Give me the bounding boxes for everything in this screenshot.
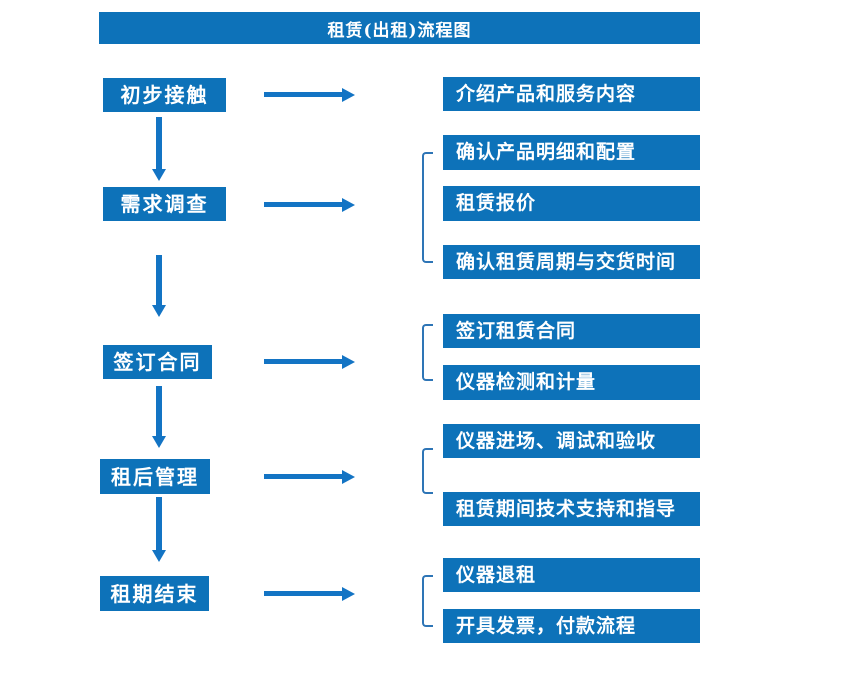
output-box: 租赁期间技术支持和指导	[443, 492, 700, 526]
stage-box-demand-survey: 需求调查	[103, 187, 226, 221]
output-label: 签订租赁合同	[456, 319, 577, 342]
stage-box-initial-contact: 初步接触	[103, 78, 226, 112]
output-label: 租赁报价	[456, 192, 537, 214]
group-bracket	[422, 152, 433, 263]
output-label: 开具发票，付款流程	[456, 614, 637, 637]
output-box: 确认租赁周期与交货时间	[443, 245, 700, 279]
stage-box-rental-end: 租期结束	[100, 576, 209, 611]
output-label: 介绍产品和服务内容	[456, 82, 637, 105]
output-box: 签订租赁合同	[443, 314, 700, 348]
output-box: 仪器进场、调试和验收	[443, 424, 700, 458]
down-arrow-icon	[151, 117, 166, 181]
group-bracket	[422, 448, 433, 494]
stage-box-sign-contract: 签订合同	[103, 345, 212, 379]
right-arrow-icon	[264, 586, 355, 601]
output-box: 仪器检测和计量	[443, 365, 700, 400]
output-label: 仪器检测和计量	[456, 371, 597, 393]
stage-label: 租后管理	[111, 464, 199, 489]
down-arrow-icon	[151, 386, 166, 448]
output-box: 确认产品明细和配置	[443, 135, 700, 170]
stage-label: 签订合同	[113, 350, 202, 374]
output-label: 租赁期间技术支持和指导	[456, 497, 677, 520]
output-box: 介绍产品和服务内容	[443, 77, 700, 111]
stage-box-post-rental: 租后管理	[100, 459, 210, 494]
output-label: 仪器退租	[456, 563, 537, 586]
title-bar: 租赁(出租)流程图	[99, 12, 700, 44]
group-bracket	[422, 575, 433, 627]
right-arrow-icon	[264, 354, 355, 369]
group-bracket	[422, 324, 433, 381]
output-box: 仪器退租	[443, 558, 700, 592]
right-arrow-icon	[264, 87, 355, 102]
right-arrow-icon	[264, 197, 355, 212]
right-arrow-icon	[264, 469, 355, 484]
stage-label: 初步接触	[120, 83, 209, 107]
output-label: 仪器进场、调试和验收	[456, 429, 657, 452]
down-arrow-icon	[151, 255, 166, 317]
stage-label: 需求调查	[120, 192, 209, 216]
output-box: 开具发票，付款流程	[443, 609, 700, 643]
down-arrow-icon	[151, 497, 166, 562]
stage-label: 租期结束	[110, 581, 199, 606]
output-label: 确认租赁周期与交货时间	[456, 250, 677, 273]
output-box: 租赁报价	[443, 186, 700, 221]
page-title: 租赁(出租)流程图	[327, 20, 472, 41]
output-label: 确认产品明细和配置	[456, 141, 637, 163]
